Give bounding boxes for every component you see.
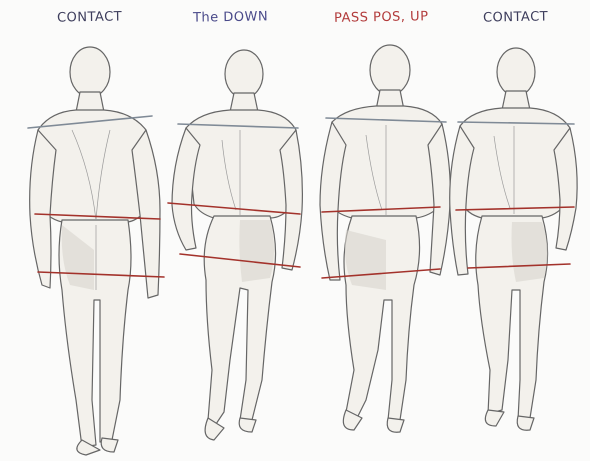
head-1 (70, 47, 110, 97)
figure-contact-1 (28, 47, 164, 455)
figure-contact-2 (450, 48, 577, 430)
head-2 (225, 50, 263, 98)
figure-pass-up (320, 45, 450, 432)
figure-down (168, 50, 302, 440)
head-3 (370, 45, 410, 95)
torso-4 (460, 108, 570, 218)
head-4 (497, 48, 535, 96)
